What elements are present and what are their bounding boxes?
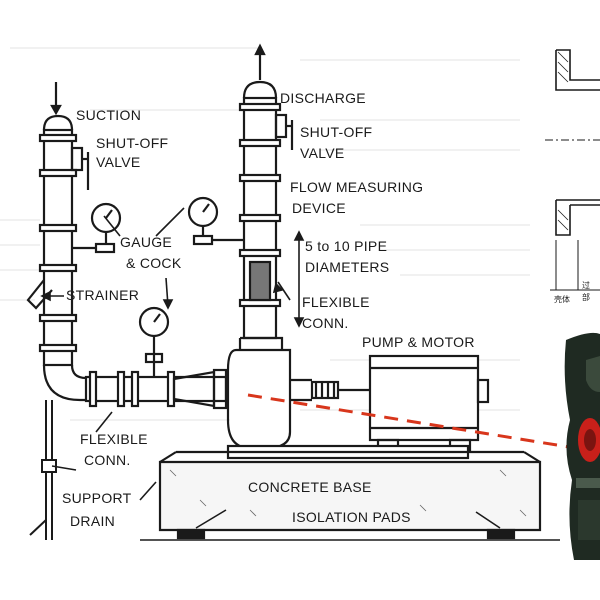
label-suction: SUCTION bbox=[76, 107, 141, 123]
label-concrete-base: CONCRETE BASE bbox=[248, 479, 372, 495]
label-shutoff-valve-left-2: VALVE bbox=[96, 154, 141, 170]
label-pipe-diameters-2: DIAMETERS bbox=[305, 259, 389, 275]
inset-label-over: 过 bbox=[582, 280, 590, 290]
label-support: SUPPORT bbox=[62, 490, 132, 506]
label-flow-measuring-1: FLOW MEASURING bbox=[290, 179, 423, 195]
label-isolation-pads: ISOLATION PADS bbox=[292, 509, 411, 525]
support-drain bbox=[29, 400, 57, 540]
label-flow-measuring-2: DEVICE bbox=[292, 200, 346, 216]
pump-motor bbox=[368, 354, 490, 452]
pump-photo bbox=[564, 332, 600, 560]
label-shutoff-valve-left-1: SHUT-OFF bbox=[96, 135, 168, 151]
label-gauge-cock-1: GAUGE bbox=[120, 234, 172, 250]
annotation-leaders bbox=[40, 207, 501, 529]
label-shutoff-valve-right-1: SHUT-OFF bbox=[300, 124, 372, 140]
horizontal-suction-pipe bbox=[84, 306, 228, 410]
label-shutoff-valve-right-2: VALVE bbox=[300, 145, 345, 161]
label-flexible-conn-left-2: CONN. bbox=[84, 452, 131, 468]
inset-label-part: 部 bbox=[582, 292, 590, 302]
label-discharge: DISCHARGE bbox=[280, 90, 366, 106]
label-drain: DRAIN bbox=[70, 513, 115, 529]
inset-label-shell: 壳体 bbox=[554, 294, 570, 304]
label-flexible-conn-right-2: CONN. bbox=[302, 315, 349, 331]
alignment-dashed-line bbox=[247, 393, 600, 454]
flange-cross-section-inset bbox=[545, 49, 600, 291]
label-pump-motor: PUMP & MOTOR bbox=[362, 334, 475, 350]
label-flexible-conn-right-1: FLEXIBLE bbox=[302, 294, 370, 310]
label-pipe-diameters-1: 5 to 10 PIPE bbox=[305, 238, 387, 254]
label-gauge-cock-2: & COCK bbox=[126, 255, 182, 271]
discharge-pipe-assembly bbox=[187, 43, 294, 340]
label-flexible-conn-left-1: FLEXIBLE bbox=[80, 431, 148, 447]
suction-pipe-assembly bbox=[26, 82, 122, 402]
concrete-base bbox=[140, 444, 560, 541]
pump-casing bbox=[226, 336, 370, 450]
label-strainer: STRAINER bbox=[66, 287, 139, 303]
